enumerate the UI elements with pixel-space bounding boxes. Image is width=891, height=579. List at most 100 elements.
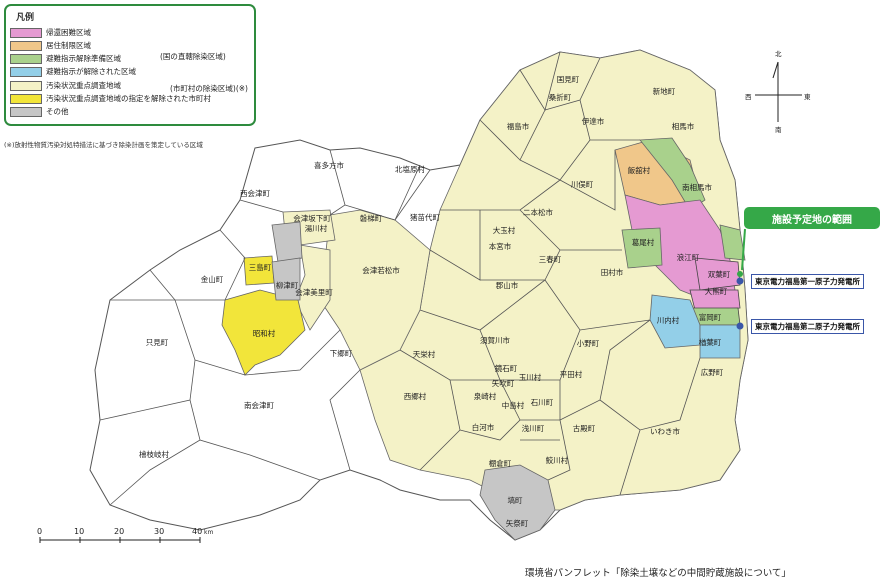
muni-label: 矢吹町 [492, 378, 515, 388]
muni-label: 本宮市 [489, 241, 512, 251]
legend-swatch [10, 93, 42, 104]
muni-label: 飯舘村 [628, 165, 651, 175]
legend-item: その他 [10, 106, 69, 117]
other-south [479, 464, 556, 541]
muni-label: 中島村 [502, 400, 525, 410]
legend-item: 避難指示が解除された区域 [10, 66, 136, 77]
legend: 凡例 [4, 4, 256, 126]
muni-label: 双葉町 [708, 269, 731, 279]
muni-label: 磐梯町 [360, 213, 383, 223]
muni-label: 福島市 [507, 121, 530, 131]
muni-label: 昭和村 [253, 328, 276, 338]
plant-label-first: 東京電力福島第一原子力発電所 [751, 274, 864, 289]
scale-tick-label: 30 [154, 527, 165, 536]
muni-label: 金山町 [201, 274, 224, 284]
muni-label: 三春町 [539, 254, 562, 264]
muni-label: 浅川町 [522, 423, 545, 433]
plant-label-second: 東京電力福島第二原子力発電所 [751, 319, 864, 334]
source-caption: 環境省パンフレット「除染土壌などの中間貯蔵施設について」 [525, 568, 791, 579]
legend-label: 避難指示が解除された区域 [46, 67, 136, 76]
muni-label: 楢葉町 [699, 337, 722, 347]
scale-tick-label: 10 [74, 527, 85, 536]
legend-municipal-group: (市町村の除染区域)(※) [170, 84, 248, 93]
zone-okuma [689, 289, 741, 311]
muni-label: 浪江町 [677, 252, 700, 262]
muni-label: 須賀川市 [480, 335, 510, 345]
muni-label: 檜枝岐村 [139, 449, 169, 459]
muni-label: 郡山市 [496, 280, 519, 290]
municipal-boundaries [99, 51, 701, 506]
muni-label: 葛尾村 [632, 237, 655, 247]
legend-item: 汚染状況重点調査地域の指定を解除された市町村 [10, 93, 211, 104]
legend-item: 居住制限区域 [10, 40, 91, 51]
muni-label: 小野町 [577, 339, 600, 348]
muni-label: 南相馬市 [682, 182, 712, 192]
muni-label: 白河市 [472, 422, 495, 432]
muni-label: 西会津町 [240, 188, 270, 198]
muni-label: 南会津町 [244, 400, 274, 410]
muni-label: 川内村 [657, 315, 680, 325]
muni-label: 北塩原村 [395, 164, 425, 174]
legend-label: 避難指示解除準備区域 [46, 54, 121, 63]
legend-swatch [10, 53, 42, 64]
muni-label: 鮫川村 [546, 455, 569, 465]
muni-label: 喜多方市 [314, 160, 344, 170]
scale-tick-label: 20 [114, 527, 125, 536]
muni-label: 相馬市 [672, 121, 695, 131]
callout-pointer [741, 228, 746, 271]
muni-label: 石川町 [531, 398, 554, 407]
muni-label: 三島町 [249, 262, 272, 272]
plant-dot-first [736, 277, 744, 285]
zone-evac-prep-south [719, 224, 746, 261]
muni-label: 伊達市 [582, 116, 605, 126]
muni-label: 桑折町 [549, 92, 572, 102]
muni-label: 矢祭町 [506, 518, 529, 528]
muni-label: 下郷町 [330, 349, 353, 358]
legend-national-group: (国の直轄除染区域) [160, 52, 226, 61]
legend-label: 汚染状況重点調査地域の指定を解除された市町村 [46, 94, 211, 103]
survey-area-misato [294, 244, 331, 331]
scale-tick-label: 40 [192, 527, 203, 536]
muni-label: 泉崎村 [474, 391, 497, 401]
legend-label: 居住制限区域 [46, 41, 91, 50]
legend-item: 帰還困難区域 [10, 27, 91, 38]
muni-label: 会津美里町 [295, 287, 333, 297]
other-kaneyama-upper [271, 221, 303, 263]
muni-label: 柳津町 [276, 280, 299, 290]
municipality-labels: 喜多方市 北塩原村 西会津町 会津坂下町 湯川村 磐梯町 猪苗代町 会津若松市 … [139, 75, 731, 528]
muni-label: 川俣町 [571, 180, 594, 189]
compass-east: 東 [804, 93, 811, 101]
muni-label: 二本松市 [523, 207, 553, 217]
legend-swatch [10, 40, 42, 51]
scale-bar [39, 537, 201, 543]
zone-katsurao [621, 227, 663, 269]
muni-label: 会津若松市 [362, 265, 400, 275]
legend-label: 汚染状況重点調査地域 [46, 81, 121, 90]
muni-label: 新地町 [653, 86, 676, 96]
legend-label: その他 [46, 107, 69, 116]
legend-item: 避難指示解除準備区域 [10, 53, 121, 64]
zone-lifted-naraha [699, 324, 741, 359]
muni-label: 広野町 [701, 367, 724, 377]
compass-south: 南 [775, 126, 782, 134]
compass-north: 北 [775, 50, 782, 58]
compass [755, 61, 802, 122]
other-yanaizu [271, 257, 301, 301]
zone-futaba [694, 257, 741, 291]
scale-unit: km [204, 529, 214, 536]
legend-swatch [10, 106, 42, 117]
muni-label: 湯川村 [305, 223, 328, 233]
muni-label: 猪苗代町 [410, 212, 440, 222]
muni-label: 只見町 [146, 338, 169, 347]
muni-label: 富岡町 [699, 312, 722, 322]
muni-label: 平田村 [560, 369, 583, 379]
callout-dot [737, 271, 743, 277]
muni-label: 古殿町 [573, 423, 596, 433]
plant-dot-second [736, 322, 744, 330]
muni-label: 会津坂下町 [293, 213, 331, 223]
legend-item: 汚染状況重点調査地域 [10, 80, 121, 91]
muni-label: 田村市 [601, 267, 624, 277]
scale-tick-label: 0 [37, 527, 43, 536]
zone-evac-prep-north [639, 137, 706, 211]
